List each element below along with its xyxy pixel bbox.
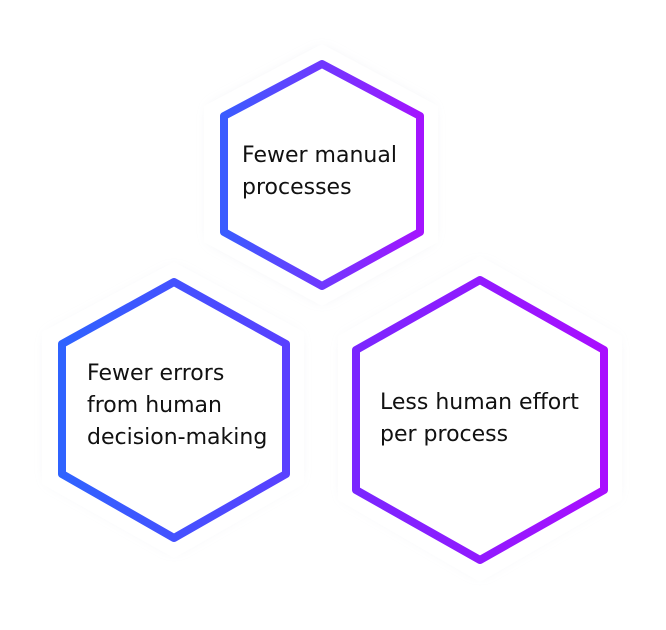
hexagon-left-label: Fewer errors from human decision-making xyxy=(87,358,267,454)
hexagon-top-line-1: Fewer manual xyxy=(242,143,397,168)
hexagon-right-line-2: per process xyxy=(380,422,509,447)
hexagon-right xyxy=(338,256,622,582)
hexagon-left xyxy=(42,262,304,558)
hexagon-right-label: Less human effort per process xyxy=(380,387,579,451)
hexagon-right-line-1: Less human effort xyxy=(380,390,579,415)
hexagon-top-line-2: processes xyxy=(242,175,352,200)
hexagon-right-outline xyxy=(352,276,608,564)
hexagon-top-outline xyxy=(220,60,424,290)
hexagon-top-label: Fewer manual processes xyxy=(242,140,397,204)
hexagon-top xyxy=(204,44,438,306)
hexagon-left-line-1: Fewer errors xyxy=(87,361,225,386)
hexagon-left-outline xyxy=(58,278,290,542)
hexagon-left-line-3: decision-making xyxy=(87,425,268,450)
hexagon-left-line-2: from human xyxy=(87,393,222,418)
